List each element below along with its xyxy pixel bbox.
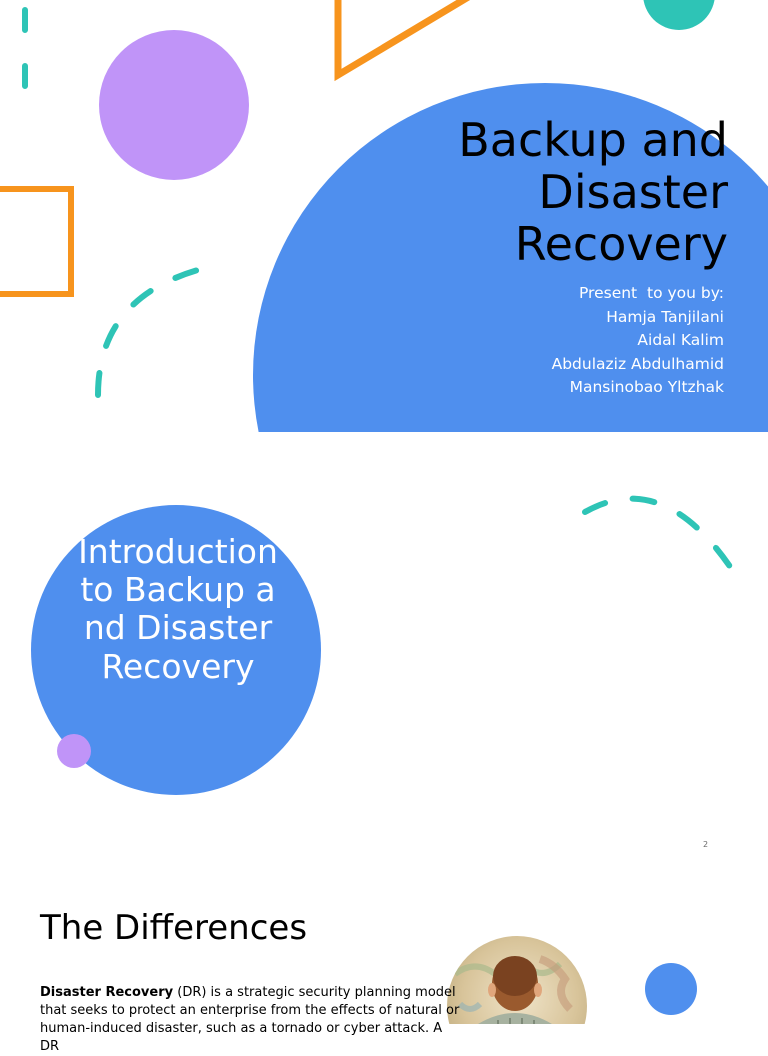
title-line: Disaster xyxy=(538,165,728,219)
blue-circle-shape xyxy=(31,505,321,795)
teal-circle-shape xyxy=(643,0,715,30)
title-slide: Backup and Disaster Recovery Present to … xyxy=(0,0,768,432)
teal-dashed-arc xyxy=(582,495,738,577)
slide2-decorations xyxy=(31,495,738,795)
slide3-decorations xyxy=(447,936,697,1024)
slide-title: Backup and Disaster Recovery xyxy=(348,114,728,270)
purple-circle-shape xyxy=(99,30,249,180)
purple-dot-shape xyxy=(57,734,91,768)
paragraph-line: human-induced disaster, such as a tornad… xyxy=(40,1021,443,1054)
presenter-name: Hamja Tanjilani xyxy=(606,307,724,326)
paragraph-line: that seeks to protect an enterprise from… xyxy=(40,1003,460,1018)
presenter-name: Abdulaziz Abdulhamid xyxy=(551,354,724,373)
title-line: Recovery xyxy=(514,217,728,271)
title-line: Backup and xyxy=(458,113,728,167)
body-paragraph: Disaster Recovery (DR) is a strategic se… xyxy=(40,984,460,1056)
blue-dot-shape xyxy=(645,963,697,1015)
presenter-intro: Present to you by: xyxy=(578,284,724,302)
slide1-decorations xyxy=(0,0,768,432)
paragraph-line: Disaster Recovery (DR) is a strategic se… xyxy=(40,984,460,1002)
blue-circle-shape xyxy=(253,83,768,432)
presenter-name: Aidal Kalim xyxy=(637,331,724,350)
term-bold: Disaster Recovery xyxy=(40,985,174,1000)
orange-triangle-shape xyxy=(334,0,471,82)
page-number: 2 xyxy=(703,840,709,849)
slide-title: The Differences xyxy=(40,908,308,948)
orange-square-shape xyxy=(0,186,74,297)
teal-dashed-arc xyxy=(95,262,221,398)
section-title: Introduction to Backup and Disaster Reco… xyxy=(78,532,278,686)
content-slide xyxy=(0,864,768,1024)
boy-with-map-photo xyxy=(447,936,587,1024)
presenter-name: Mansinobao Yltzhak xyxy=(569,378,724,397)
presenter-list: Present to you by: Hamja Tanjilani Aidal… xyxy=(394,282,724,400)
section-slide xyxy=(0,432,768,864)
paragraph-text: (DR) is a strategic security planning mo… xyxy=(173,985,456,1000)
